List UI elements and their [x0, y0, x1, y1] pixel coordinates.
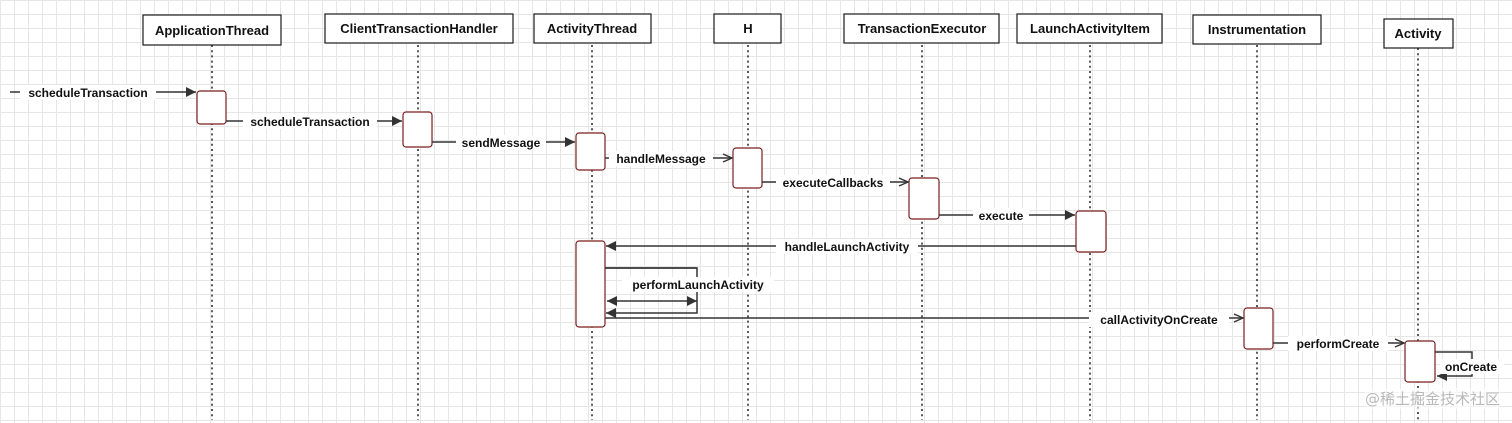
participant-h: H — [713, 13, 782, 44]
participants: ApplicationThread ClientTransactionHandl… — [142, 13, 1454, 49]
activation-h — [732, 147, 763, 189]
message-execute-callbacks: executeCallbacks — [762, 175, 910, 190]
message-handle-message: handleMessage — [605, 151, 734, 166]
participant-label: ApplicationThread — [155, 23, 269, 38]
participant-label: Activity — [1395, 26, 1443, 41]
message-label: scheduleTransaction — [28, 86, 147, 100]
participant-label: LaunchActivityItem — [1030, 21, 1150, 36]
participant-client-transaction-handler: ClientTransactionHandler — [324, 13, 514, 44]
participant-activity: Activity — [1383, 18, 1454, 49]
message-label: execute — [979, 209, 1024, 223]
message-label: callActivityOnCreate — [1100, 313, 1218, 327]
activation-activity-thread-1 — [575, 132, 606, 171]
participant-transaction-executor: TransactionExecutor — [843, 13, 1000, 44]
message-label: handleLaunchActivity — [785, 240, 910, 254]
message-label: handleMessage — [616, 152, 706, 166]
message-execute: execute — [939, 208, 1075, 223]
participant-label: TransactionExecutor — [858, 21, 987, 36]
lifelines — [211, 45, 1419, 420]
participant-label: H — [743, 21, 752, 36]
message-label: performCreate — [1297, 337, 1380, 351]
activations — [196, 90, 1436, 383]
activation-client-transaction-handler — [402, 111, 433, 148]
message-call-activity-on-create: callActivityOnCreate — [605, 312, 1245, 327]
message-label: sendMessage — [462, 136, 541, 150]
participant-label: ClientTransactionHandler — [340, 21, 497, 36]
participant-activity-thread: ActivityThread — [533, 13, 652, 44]
message-label: onCreate — [1445, 360, 1497, 374]
activation-activity — [1404, 340, 1436, 383]
activation-launch-activity-item — [1075, 210, 1107, 253]
message-label: executeCallbacks — [783, 176, 884, 190]
message-on-create: onCreate — [1435, 351, 1504, 381]
activation-transaction-executor — [908, 177, 940, 220]
watermark: @稀土掘金技术社区 — [1364, 388, 1500, 409]
participant-instrumentation: Instrumentation — [1192, 14, 1322, 45]
message-label: performLaunchActivity — [632, 278, 764, 292]
activation-activity-thread-2 — [575, 240, 606, 328]
messages: scheduleTransaction scheduleTransaction … — [10, 85, 1504, 381]
message-label: scheduleTransaction — [250, 115, 369, 129]
participant-label: Instrumentation — [1208, 22, 1306, 37]
message-perform-launch-activity: performLaunchActivity — [605, 267, 774, 318]
activation-application-thread — [196, 90, 227, 125]
message-handle-launch-activity: handleLaunchActivity — [606, 239, 1076, 254]
participant-label: ActivityThread — [547, 21, 637, 36]
message-schedule-transaction: scheduleTransaction — [226, 114, 402, 129]
message-perform-create: performCreate — [1273, 336, 1406, 351]
activation-instrumentation — [1243, 307, 1274, 350]
message-send-message: sendMessage — [432, 135, 575, 150]
participant-application-thread: ApplicationThread — [142, 14, 282, 46]
participant-launch-activity-item: LaunchActivityItem — [1016, 13, 1163, 44]
message-schedule-transaction-external: scheduleTransaction — [10, 85, 196, 100]
